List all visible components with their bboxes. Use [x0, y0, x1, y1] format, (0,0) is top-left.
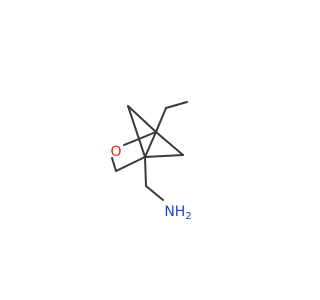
bond-c1-c-bridge-left: [127, 105, 157, 133]
amine-atom-text: NH: [164, 204, 185, 220]
oxygen-atom-label: O: [110, 144, 121, 160]
amine-subscript: 2: [185, 211, 191, 222]
amine-atom-label: NH2: [164, 204, 191, 222]
bond-c1-c-bridge-right: [155, 131, 184, 156]
bond-c-bridge-left-c4: [127, 105, 146, 158]
bond-o-ch2: [111, 157, 117, 172]
bond-c-bridge-right-c4: [144, 154, 184, 158]
bond-c4-ch2: [144, 156, 147, 187]
bond-c1-o: [123, 131, 157, 146]
bond-ch2-n: [145, 185, 164, 201]
bond-ethyl-ch2-c1: [155, 107, 167, 133]
molecule-diagram: O NH2: [110, 101, 192, 222]
bond-c1-c4: [144, 131, 157, 158]
bonds: [111, 101, 188, 201]
bond-ch2-c4: [115, 156, 146, 172]
bond-ethyl-ch3-ch2: [165, 101, 188, 109]
